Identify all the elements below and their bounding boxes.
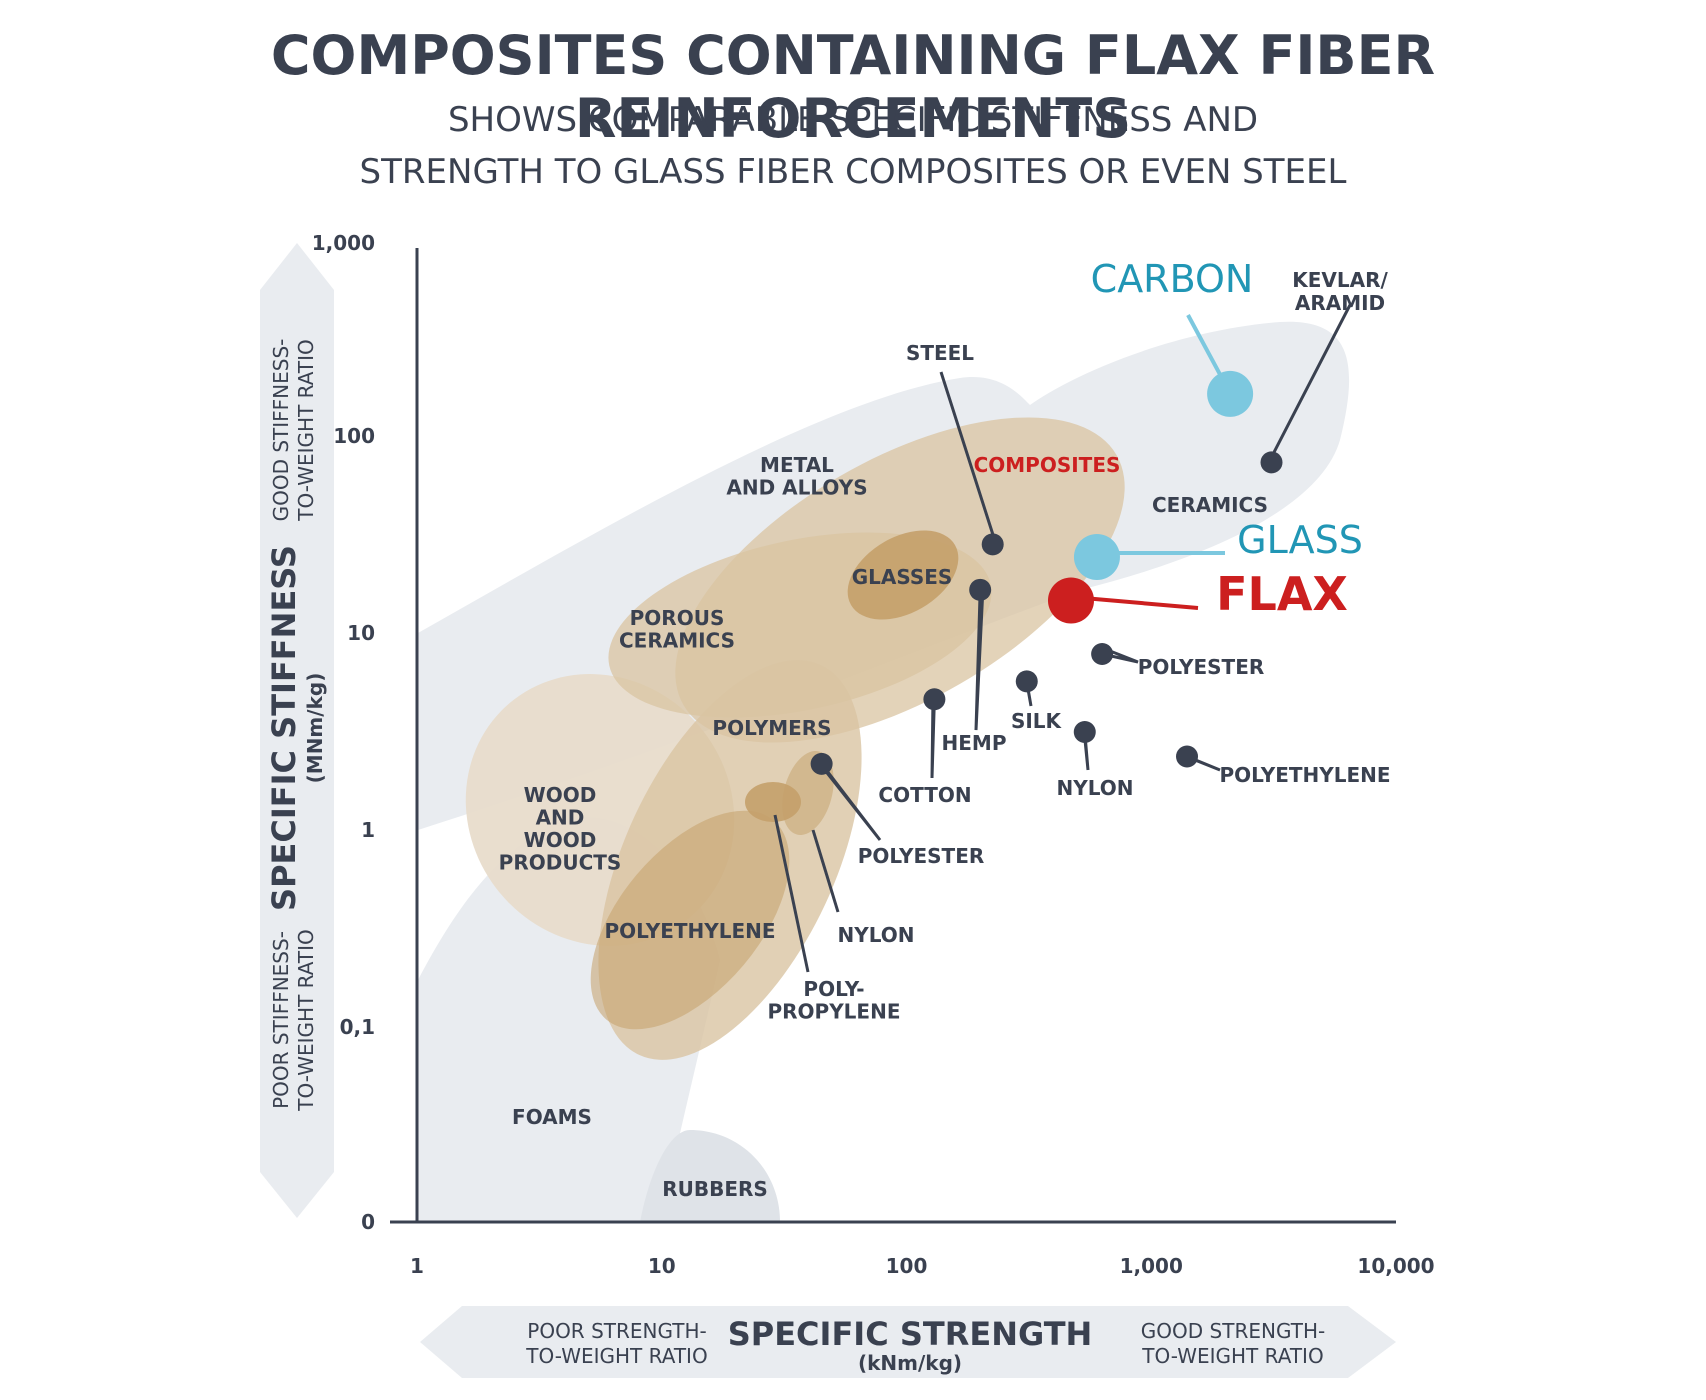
point-label: POLYESTER <box>1138 655 1265 679</box>
x-tick-label: 10,000 <box>1357 1254 1434 1278</box>
y-axis-unit: (MNm/kg) <box>303 673 327 784</box>
point-label: FLAX <box>1216 567 1348 621</box>
y-axis-title: SPECIFIC STIFFNESS <box>265 545 303 911</box>
x-tick-label: 1 <box>410 1254 424 1278</box>
x-axis-arrow <box>420 1306 1396 1378</box>
x-tick-label: 100 <box>886 1254 928 1278</box>
y-tick-label: 1 <box>361 818 375 842</box>
leader-line <box>974 586 985 731</box>
region-label: GLASSES <box>852 565 953 589</box>
region-polyethylene <box>590 810 790 1030</box>
point-label: CARBON <box>1091 257 1254 301</box>
region-label: COMPOSITES <box>974 453 1121 477</box>
leader-line <box>1082 729 1090 771</box>
chart-subtitle-line-2: STRENGTH TO GLASS FIBER COMPOSITES OR EV… <box>359 152 1347 192</box>
x-arrow-right-caption: GOOD STRENGTH-TO-WEIGHT RATIO <box>1141 1319 1325 1368</box>
y-tick-label: 100 <box>333 424 375 448</box>
x-tick-label: 1,000 <box>1120 1254 1183 1278</box>
point-label: STEEL <box>906 341 974 365</box>
y-arrow-bottom-caption: POOR STIFFNESS-TO-WEIGHT RATIO <box>269 929 318 1111</box>
data-point <box>981 533 1004 556</box>
point-label: HEMP <box>942 731 1007 755</box>
region-rubbers <box>640 1130 780 1222</box>
data-point <box>1015 670 1038 693</box>
region-label: FOAMS <box>512 1105 592 1129</box>
region-label: POLY-PROPYLENE <box>767 977 900 1024</box>
x-arrow-left-caption: POOR STRENGTH-TO-WEIGHT RATIO <box>525 1319 707 1368</box>
data-point <box>969 578 992 601</box>
region-label: NYLON <box>838 923 915 947</box>
leader-line <box>1101 649 1139 664</box>
data-point <box>1073 720 1096 743</box>
y-tick-label: 0 <box>361 1210 375 1234</box>
y-axis-arrow <box>260 243 334 1218</box>
point-label: KEVLAR/ARAMID <box>1292 268 1388 315</box>
data-point <box>1047 577 1094 624</box>
point-label: SILK <box>1011 709 1063 733</box>
x-axis-title: SPECIFIC STRENGTH <box>728 1315 1093 1353</box>
region-label: RUBBERS <box>662 1177 768 1201</box>
regions-layer <box>418 321 1350 1222</box>
y-tick-label: 1,000 <box>312 231 375 255</box>
point-label: GLASS <box>1237 518 1363 562</box>
data-point <box>1073 534 1120 581</box>
data-point <box>1176 745 1199 768</box>
point-label: POLYESTER <box>858 844 985 868</box>
data-point <box>1091 642 1114 665</box>
data-point <box>810 752 833 775</box>
data-point <box>1260 451 1283 474</box>
axis-arrows-layer <box>260 243 1396 1378</box>
leader-polypropylene <box>773 814 810 973</box>
leader-line <box>930 695 936 779</box>
point-label: NYLON <box>1057 776 1134 800</box>
x-axis-unit: (kNm/kg) <box>858 1351 962 1375</box>
region-label: POLYETHYLENE <box>604 919 775 943</box>
leader-nylon-region <box>811 829 840 913</box>
chart-title: COMPOSITES CONTAINING FLAX FIBER REINFOR… <box>270 24 1436 150</box>
point-label: POLYETHYLENE <box>1219 763 1390 787</box>
leader-line <box>818 762 882 841</box>
region-label: CERAMICS <box>1152 493 1268 517</box>
data-point <box>1207 370 1254 417</box>
y-arrow-top-caption: GOOD STIFFNESS-TO-WEIGHT RATIO <box>269 339 318 522</box>
points-layer <box>810 370 1283 775</box>
x-tick-label: 10 <box>648 1254 676 1278</box>
chart-subtitle-line-1: SHOWS COMPARABLE SPECIFIC STIFFNESS AND <box>447 100 1259 140</box>
y-tick-label: 0,1 <box>340 1015 375 1039</box>
region-polypropylene <box>745 782 801 822</box>
region-glasses <box>847 530 959 620</box>
y-tick-label: 10 <box>347 621 375 645</box>
data-point <box>923 688 946 711</box>
region-label: POLYMERS <box>712 716 831 740</box>
point-label: COTTON <box>878 783 971 807</box>
